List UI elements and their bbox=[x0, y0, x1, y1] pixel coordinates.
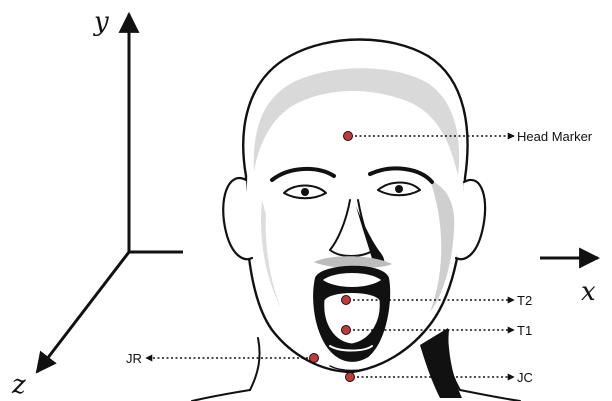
t2-label: T2 bbox=[517, 293, 532, 308]
y-axis-label: y bbox=[93, 7, 109, 37]
face-drawing bbox=[192, 40, 520, 401]
left-pupil bbox=[301, 188, 309, 196]
neck-outline bbox=[250, 338, 260, 390]
t2-marker-dot bbox=[342, 296, 351, 305]
shoulder-right bbox=[460, 390, 520, 401]
jr-label: JR bbox=[126, 351, 142, 366]
t1-label: T1 bbox=[517, 323, 532, 338]
neck-shadow bbox=[420, 328, 462, 398]
head-marker-label: Head Marker bbox=[517, 129, 593, 144]
head-marker-dot bbox=[344, 132, 353, 141]
jc-label: JC bbox=[517, 370, 533, 385]
z-axis-label: z bbox=[11, 370, 26, 400]
shoulder-left bbox=[192, 390, 250, 401]
z-axis-line bbox=[37, 252, 129, 372]
jc-marker-dot bbox=[346, 373, 355, 382]
t1-marker-dot bbox=[342, 326, 351, 335]
x-axis-label: x bbox=[581, 277, 596, 307]
right-pupil bbox=[395, 185, 403, 193]
jr-marker-dot bbox=[310, 354, 319, 363]
